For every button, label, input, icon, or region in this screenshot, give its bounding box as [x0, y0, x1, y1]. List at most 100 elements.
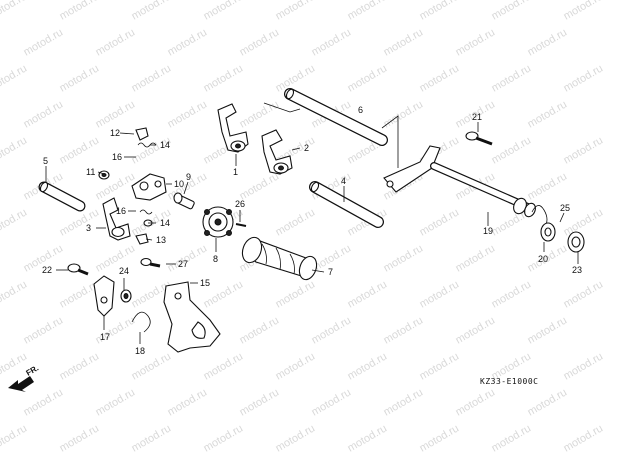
watermark-text: motod.ru: [346, 350, 390, 382]
part-7-shift-drum: [241, 236, 318, 281]
part-22-bolt: [67, 263, 89, 276]
watermark-text: motod.ru: [202, 422, 246, 454]
callout-18: 18: [135, 346, 145, 356]
watermark-text: motod.ru: [526, 314, 570, 346]
callout-24: 24: [119, 266, 129, 276]
watermark-text: motod.ru: [454, 26, 498, 58]
watermark-text: motod.ru: [22, 98, 66, 130]
part-5-shaft-left: [38, 181, 86, 212]
watermark-text: motod.ru: [310, 314, 354, 346]
watermark-text: motod.ru: [562, 0, 606, 23]
watermark-text: motod.ru: [274, 350, 318, 382]
watermark-text: motod.ru: [418, 278, 462, 310]
callout-9: 9: [186, 172, 191, 182]
watermark-text: motod.ru: [310, 386, 354, 418]
callout-26: 26: [235, 199, 245, 209]
part-13-collar: [135, 233, 149, 245]
watermark-text: motod.ru: [166, 98, 210, 130]
callout-19: 19: [483, 226, 493, 236]
part-21-bolt: [465, 131, 493, 146]
watermark-text: motod.ru: [0, 350, 29, 382]
watermark-text: motod.ru: [0, 278, 29, 310]
watermark-text: motod.ru: [418, 422, 462, 454]
watermark-text: motod.ru: [58, 134, 102, 166]
callout-2: 2: [304, 143, 309, 153]
watermark-text: motod.ru: [382, 26, 426, 58]
callout-11: 11: [86, 167, 95, 177]
leader-lines: [45, 122, 579, 344]
watermark-text: motod.ru: [562, 278, 606, 310]
watermark-text: motod.ru: [238, 26, 282, 58]
part-11-nut: [98, 170, 110, 180]
watermark-text: motod.ru: [274, 62, 318, 94]
watermark-text: motod.ru: [166, 26, 210, 58]
watermark-text: motod.ru: [562, 62, 606, 94]
callout-12: 12: [110, 128, 120, 138]
watermark-text: motod.ru: [454, 386, 498, 418]
callout-16-upper: 16: [112, 152, 122, 162]
watermark-text: motod.ru: [22, 26, 66, 58]
watermark-text: motod.ru: [490, 0, 534, 23]
watermark-text: motod.ru: [526, 26, 570, 58]
watermark-text: motod.ru: [202, 350, 246, 382]
callout-25: 25: [560, 203, 570, 213]
watermark-text: motod.ru: [130, 62, 174, 94]
watermark-text: motod.ru: [562, 422, 606, 454]
front-direction-label: FR.: [25, 363, 41, 377]
watermark-text: motod.ru: [94, 26, 138, 58]
callout-14-upper: 14: [160, 140, 170, 150]
watermark-text: motod.ru: [454, 314, 498, 346]
watermark-text: motod.ru: [274, 206, 318, 238]
watermark-text: motod.ru: [310, 26, 354, 58]
watermark-text: motod.ru: [490, 422, 534, 454]
watermark-text: motod.ru: [166, 386, 210, 418]
part-12-collar: [135, 127, 149, 141]
callout-22: 22: [42, 265, 52, 275]
watermark-text: motod.ru: [238, 386, 282, 418]
watermark-text: motod.ru: [490, 278, 534, 310]
watermark-text: motod.ru: [562, 350, 606, 382]
watermark-text: motod.ru: [22, 386, 66, 418]
watermark-text: motod.ru: [94, 98, 138, 130]
callout-4: 4: [341, 176, 346, 186]
watermark-text: motod.ru: [58, 422, 102, 454]
callout-3: 3: [86, 223, 91, 233]
watermark-text: motod.ru: [526, 98, 570, 130]
watermark-text: motod.ru: [0, 206, 29, 238]
watermark-text: motod.ru: [22, 314, 66, 346]
part-14-spring-upper: [137, 142, 157, 148]
watermark-text: motod.ru: [526, 386, 570, 418]
watermark-text: motod.ru: [418, 206, 462, 238]
part-3-shift-fork: [102, 197, 131, 241]
watermark-text: motod.ru: [274, 278, 318, 310]
callout-13: 13: [156, 235, 166, 245]
callout-27: 27: [178, 259, 188, 269]
part-27-bolt: [140, 257, 161, 268]
watermark-text: motod.ru: [0, 422, 29, 454]
callout-5: 5: [43, 156, 48, 166]
callout-15: 15: [200, 278, 210, 288]
watermark-text: motod.ru: [382, 242, 426, 274]
watermark-text: motod.ru: [130, 422, 174, 454]
callout-20: 20: [538, 254, 548, 264]
part-26-pin: [235, 223, 247, 227]
part-2-shift-fork: [261, 129, 293, 175]
watermark-text: motod.ru: [562, 134, 606, 166]
part-4-fork-shaft-middle: [309, 181, 384, 228]
watermark-text: motod.ru: [94, 386, 138, 418]
part-16-spring-lower: [139, 209, 153, 215]
watermark-text: motod.ru: [58, 0, 102, 23]
watermark-text: motod.ru: [274, 0, 318, 23]
watermark-text: motod.ru: [274, 422, 318, 454]
callout-8: 8: [213, 254, 218, 264]
part-10-stopper-arm: [131, 173, 167, 201]
callout-21: 21: [472, 112, 482, 122]
callout-7: 7: [328, 267, 333, 277]
watermark-text: motod.ru: [202, 62, 246, 94]
watermark-text: motod.ru: [94, 242, 138, 274]
watermark-text: motod.ru: [0, 134, 29, 166]
watermark-text: motod.ru: [238, 98, 282, 130]
watermark-text: motod.ru: [346, 62, 390, 94]
part-19-gearshift-spindle: [383, 145, 536, 218]
watermark-text: motod.ru: [0, 62, 29, 94]
